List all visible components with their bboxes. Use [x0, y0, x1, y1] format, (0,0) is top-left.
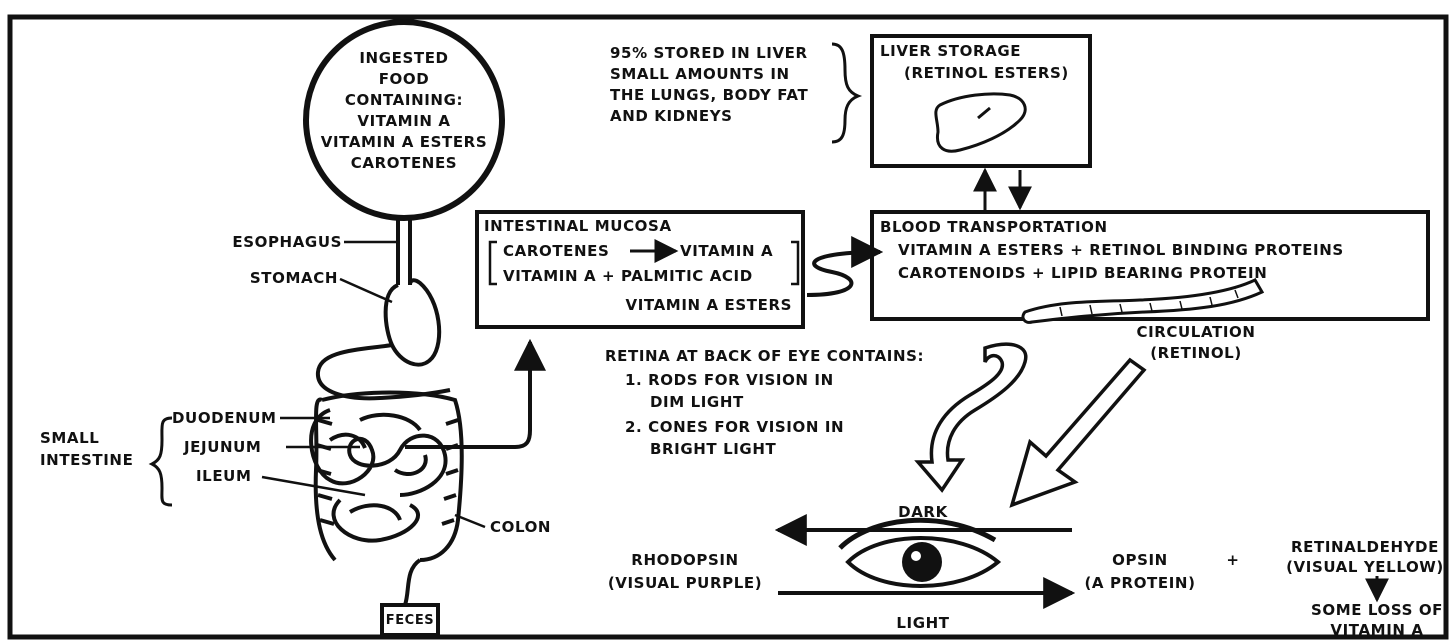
food-line: CAROTENES	[324, 154, 484, 173]
mucosa-title: INTESTINAL MUCOSA	[484, 217, 672, 236]
mucosa-line-carotenes: CAROTENES	[503, 242, 609, 261]
mucosa-line-vitamin-a: VITAMIN A	[680, 242, 773, 261]
food-line: VITAMIN A	[324, 112, 484, 131]
storage-note-line: THE LUNGS, BODY FAT	[610, 86, 808, 105]
loss-label: SOME LOSS OF	[1292, 601, 1454, 620]
arrow-mucosa-to-blood	[807, 252, 880, 295]
retinaldehyde-label: (VISUAL YELLOW)	[1282, 558, 1448, 577]
esophagus-tube	[398, 216, 410, 285]
food-line: VITAMIN A ESTERS	[304, 133, 504, 152]
esophagus-label: ESOPHAGUS	[190, 233, 342, 252]
circulation-label: (RETINOL)	[1126, 344, 1266, 363]
retina-item-1: 1. RODS FOR VISION IN	[625, 371, 834, 390]
small-intestine-brace	[152, 418, 172, 505]
dark-label: DARK	[878, 503, 968, 522]
small-intestine-label: SMALL	[40, 429, 99, 448]
duodenum-label: DUODENUM	[172, 409, 277, 428]
ileum-label: ILEUM	[196, 467, 252, 486]
stomach-shape	[386, 280, 440, 364]
food-line: FOOD	[334, 70, 474, 89]
liver-icon	[936, 94, 1025, 151]
food-line: CONTAINING:	[334, 91, 474, 110]
mucosa-line-esters: VITAMIN A ESTERS	[560, 296, 792, 315]
circulation-label: CIRCULATION	[1126, 323, 1266, 342]
mucosa-right-bracket	[791, 242, 798, 284]
blood-line1: VITAMIN A ESTERS + RETINOL BINDING PROTE…	[898, 241, 1344, 260]
feces-label: FECES	[382, 611, 438, 630]
circulation-arrow	[1012, 360, 1144, 505]
loss-label: VITAMIN A	[1302, 621, 1452, 640]
retinaldehyde-label: RETINALDEHYDE	[1282, 538, 1448, 557]
jejunum-label: JEJUNUM	[184, 438, 261, 457]
storage-note-line: 95% STORED IN LIVER	[610, 44, 808, 63]
opsin-label: (A PROTEIN)	[1070, 574, 1210, 593]
storage-note-line: AND KIDNEYS	[610, 107, 733, 126]
retina-arrow	[918, 344, 1026, 490]
liver-subtitle: (RETINOL ESTERS)	[904, 64, 1069, 83]
retina-item-2: BRIGHT LIGHT	[650, 440, 776, 459]
colon-shape	[316, 393, 462, 606]
storage-note-line: SMALL AMOUNTS IN	[610, 65, 790, 84]
food-line: INGESTED	[334, 49, 474, 68]
retina-header: RETINA AT BACK OF EYE CONTAINS:	[605, 347, 924, 366]
opsin-label: OPSIN	[1070, 551, 1210, 570]
mucosa-left-bracket	[490, 242, 497, 284]
storage-brace	[832, 44, 858, 142]
retina-item-1: DIM LIGHT	[650, 393, 744, 412]
stomach-label: STOMACH	[200, 269, 338, 288]
plus-sign: +	[1218, 551, 1248, 570]
colon-label: COLON	[490, 518, 551, 537]
small-intestine-loops	[311, 345, 450, 541]
mucosa-line-palmitic: VITAMIN A + PALMITIC ACID	[503, 267, 753, 286]
rhodopsin-label: (VISUAL PURPLE)	[595, 574, 775, 593]
blood-line2: CAROTENOIDS + LIPID BEARING PROTEIN	[898, 264, 1267, 283]
light-label: LIGHT	[878, 614, 968, 633]
retina-item-2: 2. CONES FOR VISION IN	[625, 418, 844, 437]
rhodopsin-label: RHODOPSIN	[595, 551, 775, 570]
blood-title: BLOOD TRANSPORTATION	[880, 218, 1108, 237]
liver-title: LIVER STORAGE	[880, 42, 1021, 61]
blood-vessel-icon	[1023, 280, 1262, 322]
small-intestine-label: INTESTINE	[40, 451, 133, 470]
